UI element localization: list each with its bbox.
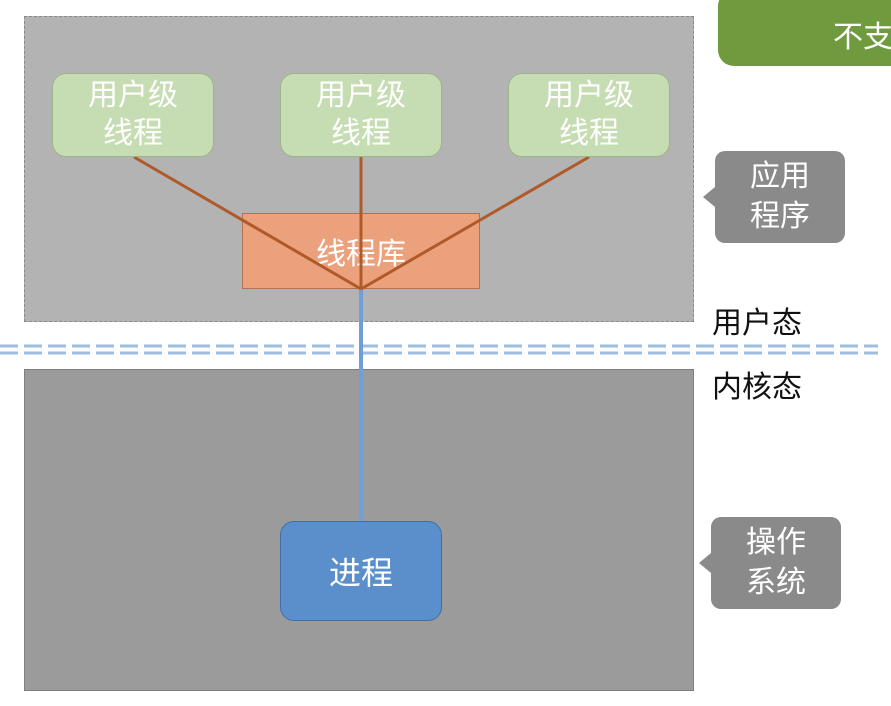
callout-text: 系统 xyxy=(746,565,806,600)
thread-connector-left xyxy=(133,155,362,291)
callout-text: 操作 xyxy=(746,525,806,560)
user-thread-label: 用户级 xyxy=(544,78,634,113)
thread-connector-right xyxy=(360,155,590,291)
top-tag-label: 不支 xyxy=(833,20,891,55)
user-thread-label: 用户级 xyxy=(316,78,406,113)
user-mode-label: 用户态 xyxy=(712,306,802,341)
process-label: 进程 xyxy=(328,554,393,592)
top-tag: 不支 xyxy=(718,0,891,66)
process-box: 进程 xyxy=(280,521,442,621)
kernel-mode-label: 内核态 xyxy=(712,370,802,405)
callout-text: 应用 xyxy=(750,159,810,194)
user-thread-box: 用户级 线程 xyxy=(52,73,214,157)
user-thread-label: 线程 xyxy=(559,116,619,151)
user-thread-label: 线程 xyxy=(331,116,391,151)
user-thread-box: 用户级 线程 xyxy=(280,73,442,157)
user-thread-label: 线程 xyxy=(103,116,163,151)
callout-text: 程序 xyxy=(750,199,810,234)
os-callout: 操作 系统 xyxy=(699,517,841,609)
user-thread-label: 用户级 xyxy=(88,78,178,113)
user-thread-box: 用户级 线程 xyxy=(508,73,670,157)
application-callout: 应用 程序 xyxy=(703,151,845,243)
